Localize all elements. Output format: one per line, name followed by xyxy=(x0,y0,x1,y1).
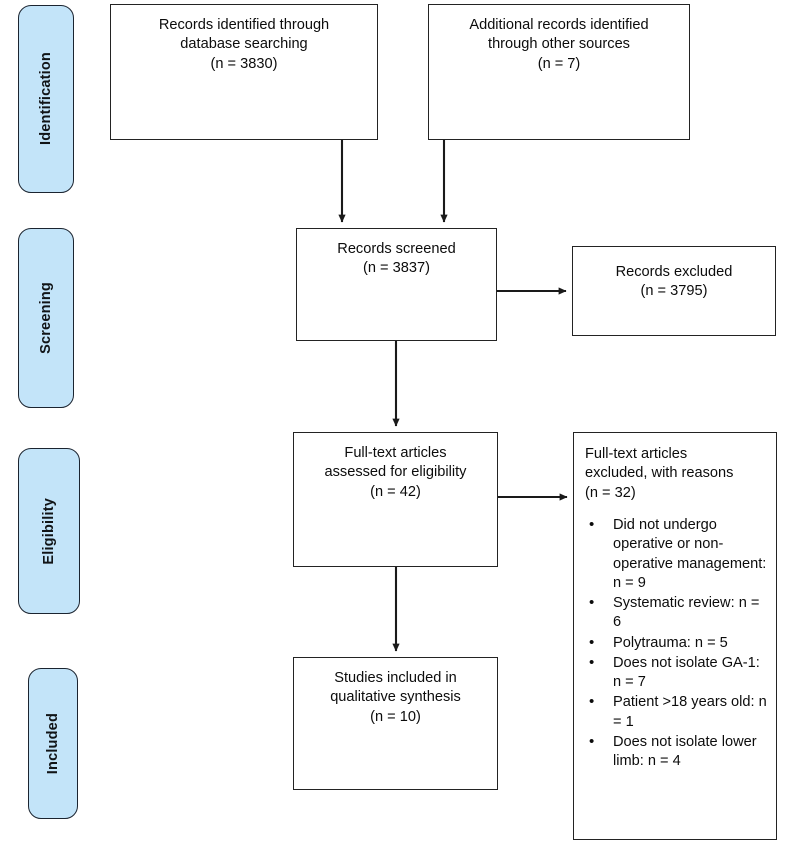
text-line-2: assessed for eligibility xyxy=(324,464,467,481)
stage-pill-screening: Screening xyxy=(18,228,74,408)
box-additional-records-other-sources: Additional records identified through ot… xyxy=(428,4,690,140)
text-line-1: Full-text articles xyxy=(585,446,688,462)
stage-pill-identification: Identification xyxy=(18,5,74,193)
stage-pill-included: Included xyxy=(28,668,78,819)
text-line-1: Additional records identified xyxy=(469,17,649,33)
stage-label-identification: Identification xyxy=(37,52,54,146)
text-line-2: through other sources xyxy=(488,36,630,53)
text-line-count: (n = 3830) xyxy=(210,55,278,72)
text-line-count: (n = 3795) xyxy=(640,283,708,300)
box-fulltext-assessed-eligibility: Full-text articles assessed for eligibil… xyxy=(293,432,498,567)
list-item: Does not isolate GA-1: n = 7 xyxy=(587,653,768,693)
box-fulltext-excluded-heading: Full-text articles excluded, with reason… xyxy=(574,433,776,503)
box-records-excluded-text: Records excluded (n = 3795) xyxy=(573,247,775,302)
text-line-1: Full-text articles xyxy=(344,445,447,461)
stage-label-included: Included xyxy=(44,712,61,775)
box-additional-records-other-sources-text: Additional records identified through ot… xyxy=(429,5,689,74)
box-studies-included-qualitative-text: Studies included in qualitative synthesi… xyxy=(294,658,497,727)
box-records-identified-database-text: Records identified through database sear… xyxy=(111,5,377,74)
text-line-count: (n = 7) xyxy=(537,55,581,72)
text-line-2: excluded, with reasons xyxy=(585,465,734,482)
box-studies-included-qualitative: Studies included in qualitative synthesi… xyxy=(293,657,498,790)
text-line-count: (n = 10) xyxy=(370,708,421,725)
list-item: Patient >18 years old: n = 1 xyxy=(587,692,768,732)
text-line-1: Records screened xyxy=(337,241,456,257)
box-fulltext-assessed-eligibility-text: Full-text articles assessed for eligibil… xyxy=(294,433,497,502)
text-line-2: qualitative synthesis xyxy=(330,689,461,706)
list-item: Polytrauma: n = 5 xyxy=(587,633,768,653)
text-line-count: (n = 3837) xyxy=(363,260,430,277)
stage-pill-eligibility: Eligibility xyxy=(18,448,80,614)
box-records-screened-text: Records screened (n = 3837) xyxy=(297,229,496,279)
box-records-screened: Records screened (n = 3837) xyxy=(296,228,497,341)
box-records-excluded: Records excluded (n = 3795) xyxy=(572,246,776,336)
text-line-1: Studies included in xyxy=(334,670,457,686)
text-line-1: Records identified through xyxy=(158,17,330,33)
stage-label-eligibility: Eligibility xyxy=(40,497,57,565)
box-fulltext-excluded-with-reasons: Full-text articles excluded, with reason… xyxy=(573,432,777,840)
exclusion-reasons-list: Did not undergo operative or non-operati… xyxy=(574,515,776,772)
list-item: Systematic review: n = 6 xyxy=(587,593,768,633)
text-line-1: Records excluded xyxy=(615,264,733,280)
text-line-count: (n = 32) xyxy=(585,484,636,501)
text-line-2: database searching xyxy=(180,36,308,53)
list-item: Did not undergo operative or non-operati… xyxy=(587,515,768,593)
text-line-count: (n = 42) xyxy=(370,483,421,500)
stage-label-screening: Screening xyxy=(37,282,54,354)
list-item: Does not isolate lower limb: n = 4 xyxy=(587,732,768,772)
box-records-identified-database: Records identified through database sear… xyxy=(110,4,378,140)
